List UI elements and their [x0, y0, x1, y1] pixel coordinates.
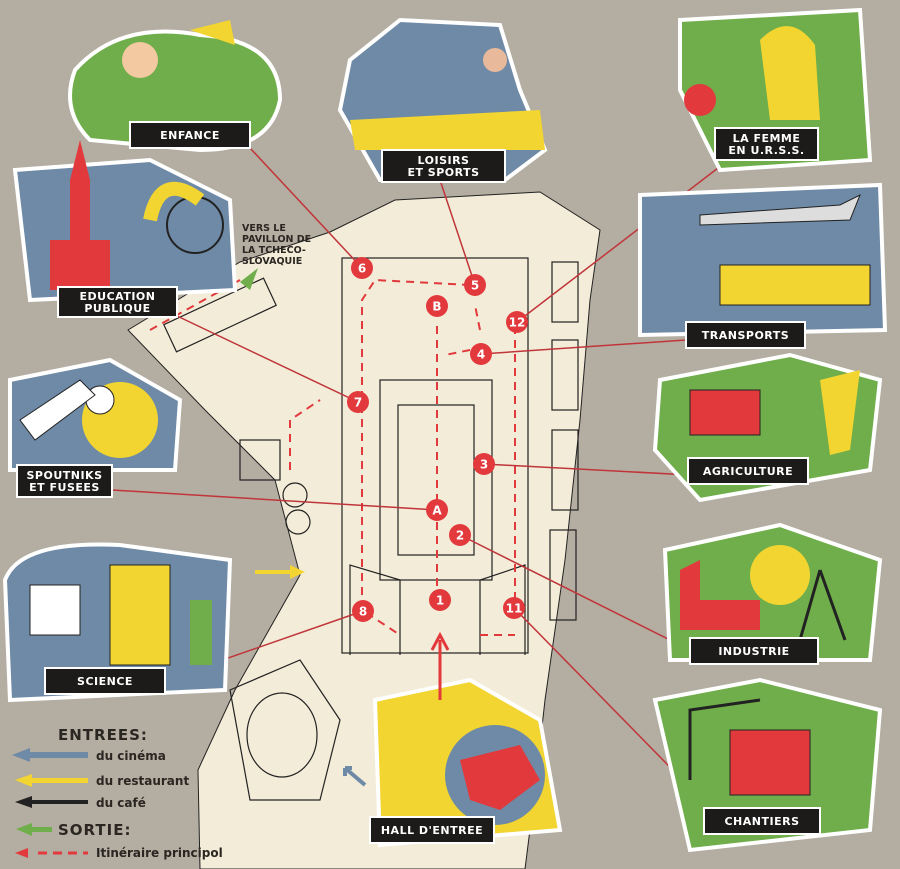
route-marker-A[interactable]: A	[426, 499, 448, 521]
cinema-entrance-arrow	[343, 766, 367, 787]
label-text: CHANTIERS	[724, 815, 799, 828]
svg-text:SLOVAQUIE: SLOVAQUIE	[242, 256, 302, 267]
legend: ENTREES: du cinéma du restaurant du café…	[12, 726, 223, 860]
svg-text:VERS LE: VERS LE	[242, 223, 286, 234]
marker-label: 4	[477, 348, 485, 362]
label-box	[714, 127, 819, 161]
restaurant-arrow-icon	[15, 774, 88, 787]
restaurant-entrance-arrow	[255, 565, 305, 579]
label-box	[57, 286, 178, 318]
label-text: ENFANCE	[160, 129, 220, 142]
label-text: INDUSTRIE	[718, 645, 789, 658]
label-transports: TRANSPORTS	[685, 321, 806, 349]
marker-label: 7	[354, 396, 362, 410]
svg-text:Itinéraire principol: Itinéraire principol	[96, 846, 223, 860]
marker-label: 2	[456, 529, 464, 543]
marker-label: A	[432, 504, 442, 518]
marker-label: 12	[509, 316, 526, 330]
label-box	[703, 807, 821, 835]
route-marker-7[interactable]: 7	[347, 391, 369, 413]
label-chantiers: CHANTIERS	[703, 807, 821, 835]
label-enfance: ENFANCE	[129, 121, 251, 149]
legend-entrances-title: ENTREES:	[58, 726, 148, 744]
label-text: SCIENCE	[77, 675, 133, 688]
label-box	[44, 667, 166, 695]
marker-label: 3	[480, 458, 488, 472]
main-entrance-arrow	[430, 631, 450, 700]
marker-circle	[352, 600, 374, 622]
marker-circle	[351, 257, 373, 279]
label-science: SCIENCE	[44, 667, 166, 695]
marker-circle	[470, 343, 492, 365]
cinema-arrow-icon	[12, 748, 88, 762]
marker-label: B	[432, 300, 441, 314]
svg-text:du restaurant: du restaurant	[96, 774, 189, 788]
label-text: EN U.R.S.S.	[728, 144, 804, 157]
label-text: EDUCATION	[80, 290, 156, 303]
marker-label: 11	[506, 602, 523, 616]
route-marker-4[interactable]: 4	[470, 343, 492, 365]
legend-exit-title: SORTIE:	[58, 821, 132, 839]
label-box	[687, 457, 809, 485]
marker-circle	[506, 311, 528, 333]
marker-circle	[347, 391, 369, 413]
label-box	[129, 121, 251, 149]
svg-text:LA TCHECO-: LA TCHECO-	[242, 245, 306, 256]
label-text: LOISIRS	[418, 154, 470, 167]
route-marker-8[interactable]: 8	[352, 600, 374, 622]
label-box	[369, 816, 495, 844]
marker-label: 6	[358, 262, 366, 276]
marker-circle	[449, 524, 471, 546]
marker-circle	[426, 295, 448, 317]
route-marker-11[interactable]: 11	[503, 597, 525, 619]
route-marker-1[interactable]: 1	[429, 589, 451, 611]
route-marker-6[interactable]: 6	[351, 257, 373, 279]
label-text: LA FEMME	[733, 132, 801, 145]
label-text: AGRICULTURE	[703, 465, 793, 478]
exit-arrow-icon	[16, 823, 52, 836]
label-hall: HALL D'ENTREE	[369, 816, 495, 844]
marker-circle	[429, 589, 451, 611]
marker-label: 1	[436, 594, 444, 608]
marker-label: 8	[359, 605, 367, 619]
label-text: SPOUTNIKS	[26, 469, 102, 482]
label-agriculture: AGRICULTURE	[687, 457, 809, 485]
label-text: HALL D'ENTREE	[381, 824, 483, 837]
cafe-arrow-icon	[15, 796, 88, 808]
marker-circle	[503, 597, 525, 619]
label-text: TRANSPORTS	[702, 329, 789, 342]
direction-note-tchecoslovaquie: VERS LE PAVILLON DE LA TCHECO- SLOVAQUIE	[240, 223, 311, 290]
illustrations	[2, 7, 888, 853]
label-box	[685, 321, 806, 349]
label-box	[16, 464, 113, 498]
route-marker-5[interactable]: 5	[464, 274, 486, 296]
route-arrow-icon	[15, 848, 28, 858]
route-marker-3[interactable]: 3	[473, 453, 495, 475]
label-text: ET FUSEES	[29, 481, 100, 494]
label-industrie: INDUSTRIE	[689, 637, 819, 665]
marker-circle	[426, 499, 448, 521]
label-box	[381, 149, 506, 183]
route-marker-B[interactable]: B	[426, 295, 448, 317]
marker-label: 5	[471, 279, 479, 293]
svg-text:PAVILLON DE: PAVILLON DE	[242, 234, 311, 245]
route-marker-12[interactable]: 12	[506, 311, 528, 333]
label-text: ET SPORTS	[407, 166, 479, 179]
route-marker-2[interactable]: 2	[449, 524, 471, 546]
marker-circle	[464, 274, 486, 296]
marker-circle	[473, 453, 495, 475]
label-text: PUBLIQUE	[84, 302, 150, 315]
svg-text:du cinéma: du cinéma	[96, 749, 166, 763]
label-box	[689, 637, 819, 665]
svg-text:du café: du café	[96, 796, 146, 810]
